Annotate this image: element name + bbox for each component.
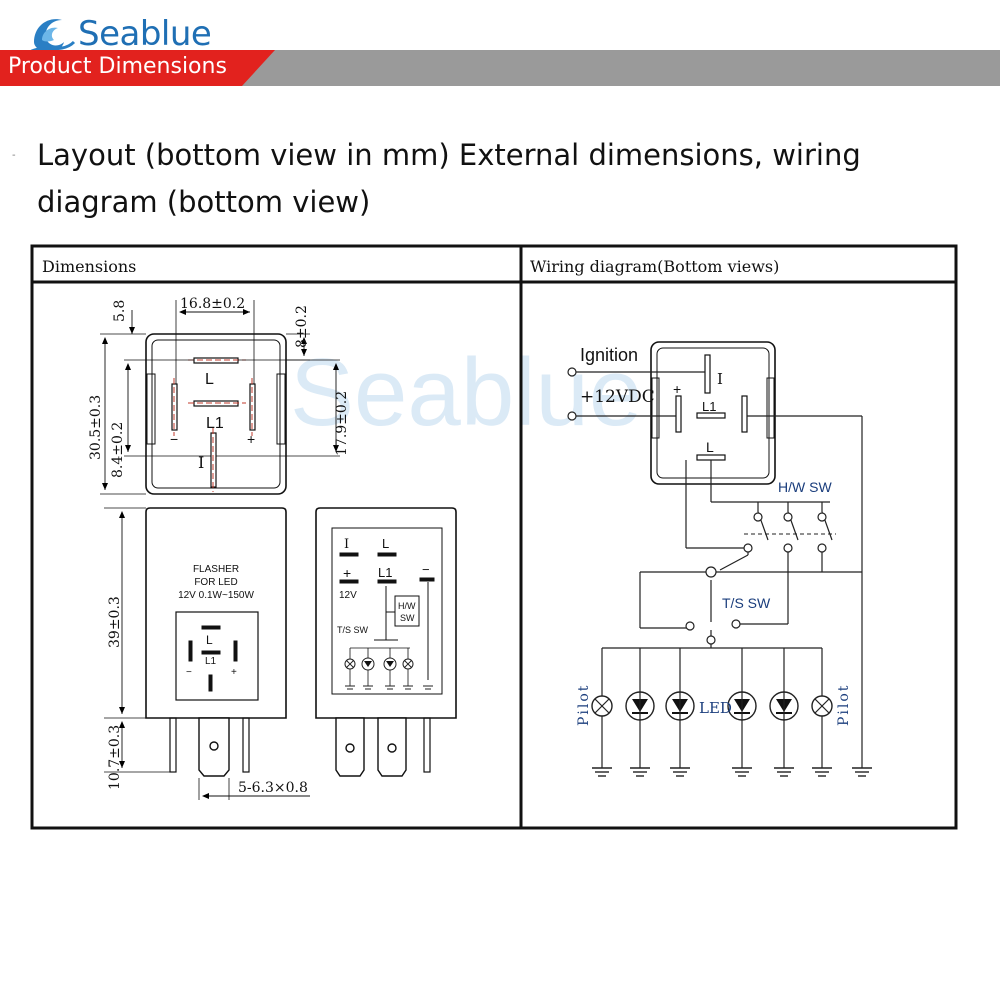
dim-width: 16.8±0.2 xyxy=(180,296,245,312)
dim-pin-length: 10.7±0.3 xyxy=(107,725,123,790)
dim-top-offset: 5.8 xyxy=(112,300,128,322)
side-hw-1: H/W xyxy=(398,601,416,611)
dim-body-height: 39±0.3 xyxy=(107,596,123,648)
side-pin-minus: − xyxy=(422,562,430,577)
side-pin-L1: L1 xyxy=(378,565,392,580)
wiring-title: Wiring diagram(Bottom views) xyxy=(530,257,779,276)
pin-label-minus: − xyxy=(170,431,178,447)
side-ts: T/S SW xyxy=(337,625,369,635)
wiring-lines xyxy=(576,371,863,768)
side-pin-plus: + xyxy=(343,565,351,581)
side-pin-I: I xyxy=(344,537,349,552)
dim-height-total: 30.5±0.3 xyxy=(88,395,104,460)
pilot-left-label: Pilot xyxy=(576,684,592,726)
banner-title: Product Dimensions xyxy=(8,54,227,79)
front-label-1: FLASHER xyxy=(193,564,239,575)
led-label: LED xyxy=(699,699,732,717)
bottom-view xyxy=(100,300,340,495)
front-pin-L: L xyxy=(206,633,213,647)
dim-right-top: 8±0.2 xyxy=(294,305,310,348)
side-12v: 12V xyxy=(339,590,357,601)
hw-switch-label: H/W SW xyxy=(778,479,832,495)
terminal-circles xyxy=(567,367,827,645)
banner-tab xyxy=(0,50,275,86)
pin-label-plus: + xyxy=(247,431,255,447)
wiring-pin-plus: + xyxy=(673,381,681,397)
bullet-mark: - xyxy=(12,150,16,161)
wiring-pin-I: I xyxy=(717,370,723,388)
front-label-3: 12V 0.1W~150W xyxy=(178,590,254,601)
wiring-pin-L1: L1 xyxy=(702,399,716,414)
ts-switch-label: T/S SW xyxy=(722,595,771,611)
pin-label-L1: L1 xyxy=(206,415,224,432)
dimensions-title: Dimensions xyxy=(42,257,136,276)
pilot-right-label: Pilot xyxy=(836,684,852,726)
brand-name: Seablue xyxy=(78,14,212,54)
dim-right-inner: 17.9±0.2 xyxy=(334,391,350,456)
pin-label-L: L xyxy=(205,371,214,388)
pin-label-I: I xyxy=(198,453,204,472)
supply-label: +12VDC xyxy=(580,387,655,407)
front-label-2: FOR LED xyxy=(194,577,237,588)
front-pin-plus: + xyxy=(231,667,237,678)
watermark: Seablue xyxy=(290,339,642,446)
wiring-pin-L: L xyxy=(706,439,714,455)
front-view xyxy=(104,507,310,800)
ignition-label: Ignition xyxy=(580,345,638,365)
front-pin-minus: − xyxy=(186,667,192,678)
relay-body xyxy=(650,341,776,485)
dim-left-inner: 8.4±0.2 xyxy=(110,422,126,478)
side-pin-L: L xyxy=(382,536,389,551)
dim-pin-size: 5-6.3×0.8 xyxy=(238,780,308,796)
page-heading: Layout (bottom view in mm) External dime… xyxy=(37,138,861,219)
brand-logo: Seablue xyxy=(28,12,212,56)
diagram-frame xyxy=(30,244,958,830)
side-hw-2: SW xyxy=(400,613,415,623)
wave-icon xyxy=(29,19,76,54)
front-pin-L1: L1 xyxy=(205,656,217,667)
